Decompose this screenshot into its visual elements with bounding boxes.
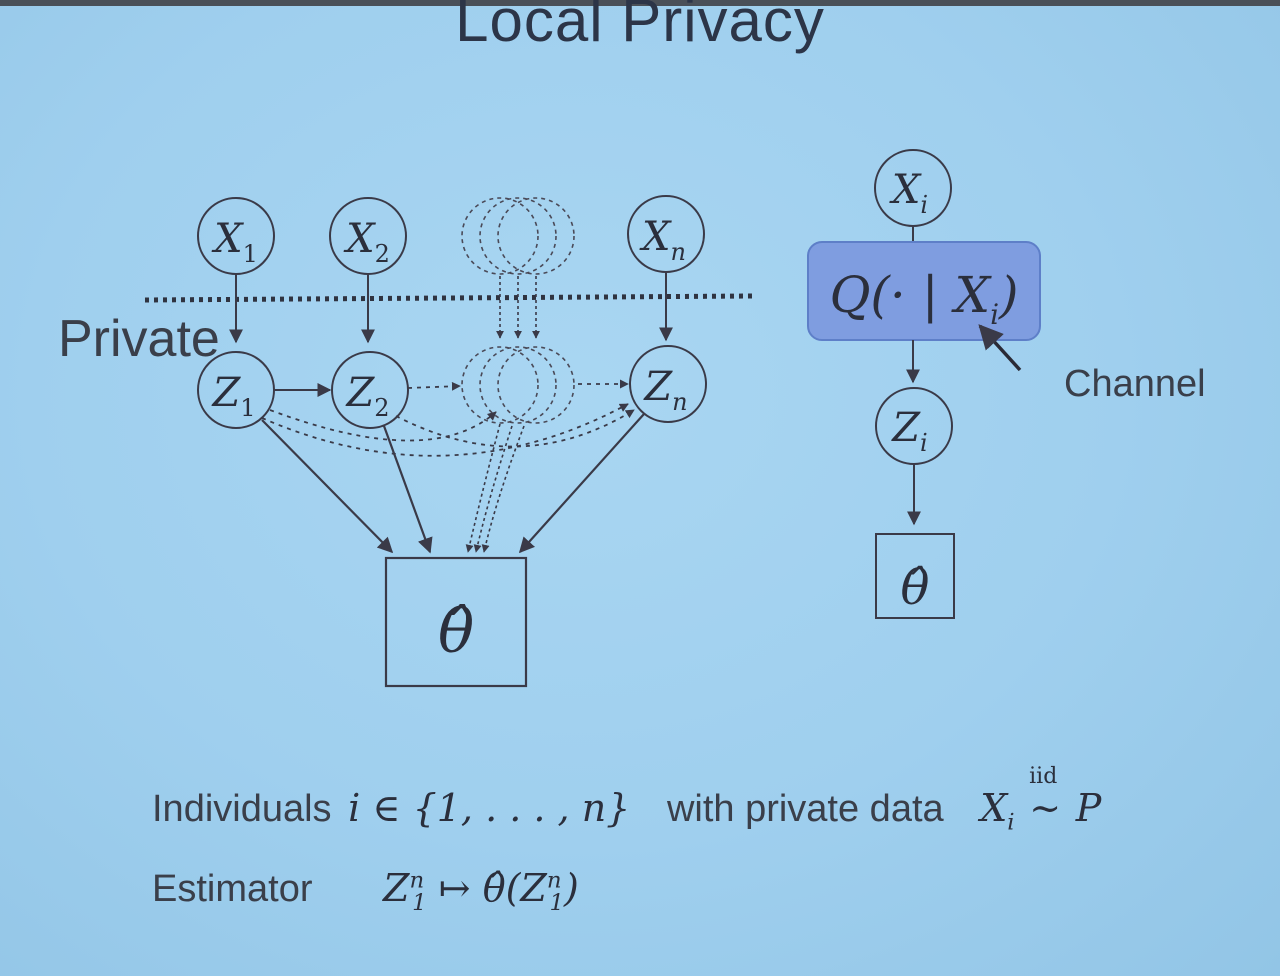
node-zn: Zn (629, 345, 707, 423)
projector-top-edge (0, 0, 1280, 6)
node-zn-label: Zn (642, 364, 687, 416)
edge-zn-theta (518, 413, 645, 554)
ghost-nodes-top (461, 197, 575, 275)
dependency-arcs (261, 403, 635, 457)
channel-expression: Q(· | Xi) (829, 266, 1018, 331)
node-x2-label: X2 (343, 216, 390, 268)
node-x1-label: X1 (211, 216, 258, 268)
caption-estimator: Estimator Zn1 ↦ θ̂(Zn1) (152, 866, 579, 916)
caption-iid-symbol: iid ∼ (1029, 764, 1062, 830)
estimator-theta: θ̂ (438, 597, 474, 667)
caption-dist-p: P (1075, 786, 1102, 830)
channel-label: Channel (1064, 363, 1206, 405)
ghost-nodes-private (461, 346, 575, 424)
edge-z1-theta (261, 419, 394, 554)
single-estimator-box: θ̂ (875, 533, 955, 619)
caption-individuals-text: Individuals (152, 788, 332, 830)
slide-title: Local Privacy (455, 0, 825, 54)
node-xi: Xi (874, 149, 952, 227)
node-x1: X1 (197, 197, 275, 275)
privacy-barrier-line (144, 293, 753, 303)
node-z2-label: Z2 (344, 370, 389, 422)
node-z1-label: Z1 (210, 370, 255, 422)
ghost-edges-theta (465, 423, 525, 553)
estimator-box: θ̂ (384, 556, 528, 688)
node-xn: Xn (627, 195, 705, 273)
node-z2: Z2 (331, 351, 409, 429)
caption-estimator-text: Estimator (152, 868, 313, 910)
node-zi: Zi (875, 387, 953, 465)
caption-index-set: i ∈ {1, . . . , n} (348, 786, 631, 830)
caption-xi: Xi (980, 786, 1015, 836)
node-zi-label: Zi (890, 405, 927, 457)
channel-box: Q(· | Xi) (807, 241, 1041, 341)
caption-estimator-map: Zn1 ↦ θ̂(Zn1) (383, 866, 579, 916)
node-xi-label: Xi (889, 167, 928, 219)
private-label: Private (58, 310, 220, 368)
node-x2: X2 (329, 197, 407, 275)
channel-pointer-arrow (978, 324, 1022, 372)
single-estimator-theta: θ̂ (901, 560, 930, 616)
edge-z2-theta (382, 425, 433, 554)
edge-z2-ghost (407, 381, 461, 391)
caption-private-data-text: with private data (666, 788, 944, 830)
caption-individuals: Individuals i ∈ {1, . . . , n} with priv… (152, 764, 1102, 836)
ghost-edges-x-z (496, 276, 540, 339)
node-xn-label: Xn (639, 214, 686, 266)
